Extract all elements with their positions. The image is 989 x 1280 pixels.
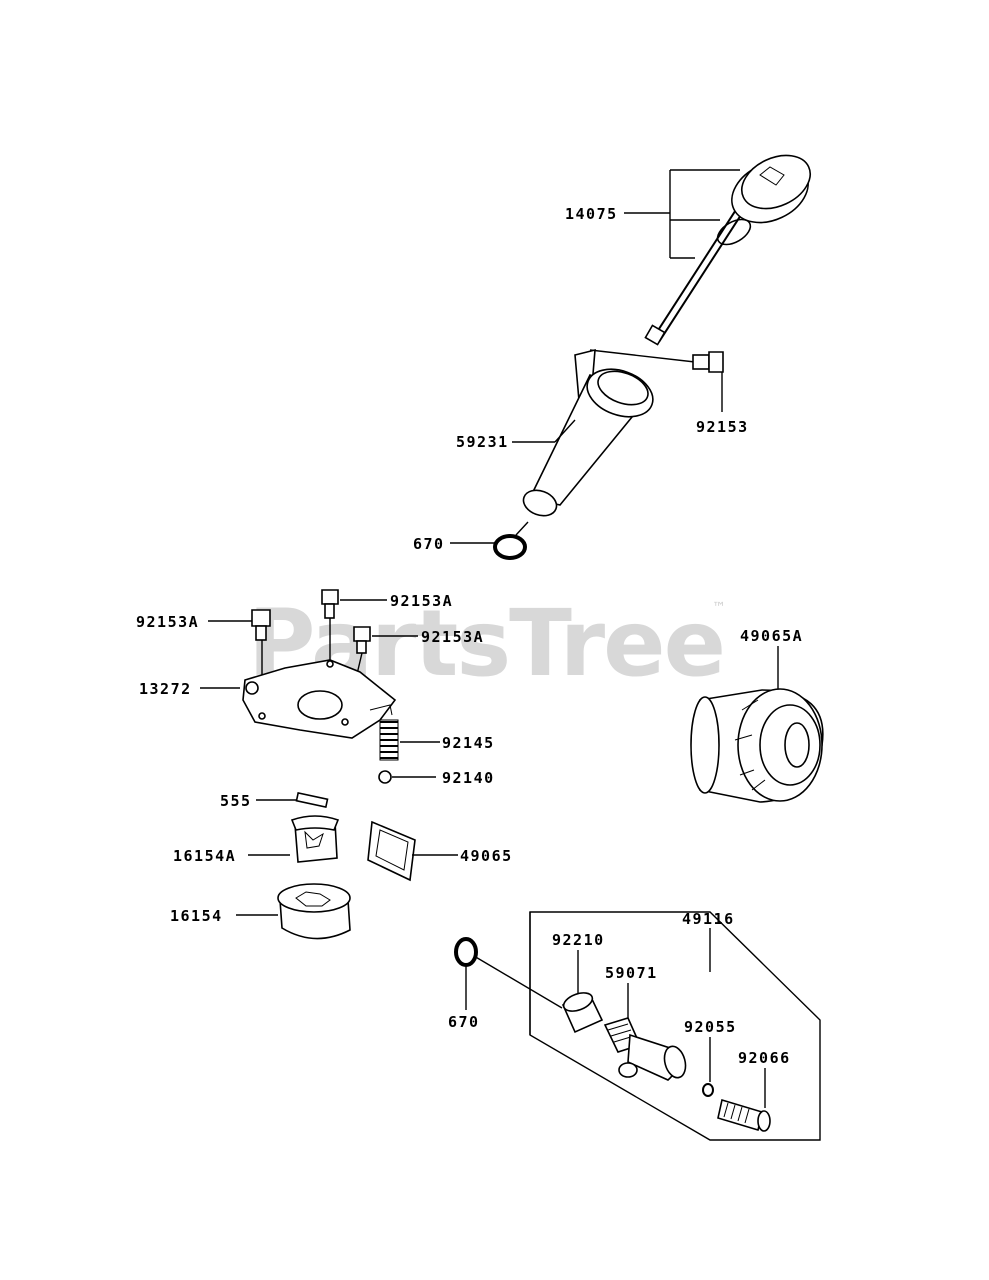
part-49116-assembly[interactable] — [529, 911, 821, 1141]
label-16154: 16154 — [170, 907, 223, 925]
label-13272: 13272 — [139, 680, 192, 698]
part-92153A-bolt-left[interactable] — [208, 609, 271, 680]
label-59071: 59071 — [605, 964, 658, 982]
label-14075: 14075 — [565, 205, 618, 223]
label-92055: 92055 — [684, 1018, 737, 1036]
part-92066-drain-plug[interactable] — [717, 1068, 771, 1132]
label-49065: 49065 — [460, 847, 513, 865]
label-92153A-center: 92153A — [390, 592, 453, 610]
part-92153-bolt[interactable] — [589, 349, 724, 412]
part-92140-ball[interactable] — [378, 770, 436, 784]
label-92153: 92153 — [696, 418, 749, 436]
part-59071-fitting[interactable] — [603, 983, 689, 1081]
label-92153A-left: 92153A — [136, 613, 199, 631]
label-49116: 49116 — [682, 910, 735, 928]
part-92055-oring-small[interactable] — [702, 1037, 714, 1097]
part-555-pin[interactable] — [256, 792, 329, 808]
label-49065A: 49065A — [740, 627, 803, 645]
label-92140: 92140 — [442, 769, 495, 787]
part-92210-nut[interactable] — [561, 950, 604, 1034]
part-670-oring-bottom[interactable] — [454, 937, 563, 1010]
part-49065A-oil-filter[interactable] — [690, 646, 824, 803]
label-92145: 92145 — [442, 734, 495, 752]
label-670-top: 670 — [413, 535, 445, 553]
label-555: 555 — [220, 792, 252, 810]
part-16154-outer-rotor[interactable] — [236, 883, 351, 940]
label-92153A-right: 92153A — [421, 628, 484, 646]
watermark-trademark: ™ — [712, 600, 726, 616]
label-59231: 59231 — [456, 433, 509, 451]
label-92210: 92210 — [552, 931, 605, 949]
part-14075-dipstick[interactable] — [624, 145, 819, 346]
part-92153A-bolt-center[interactable] — [321, 589, 387, 664]
label-16154A: 16154A — [173, 847, 236, 865]
part-670-oring-top[interactable] — [450, 521, 529, 560]
label-670-bottom: 670 — [448, 1013, 480, 1031]
part-92145-spring[interactable] — [379, 719, 440, 761]
part-59231-filler-tube[interactable] — [512, 348, 659, 520]
part-16154A-inner-rotor[interactable] — [248, 815, 340, 863]
part-49065-gasket[interactable] — [367, 820, 458, 882]
label-92066: 92066 — [738, 1049, 791, 1067]
